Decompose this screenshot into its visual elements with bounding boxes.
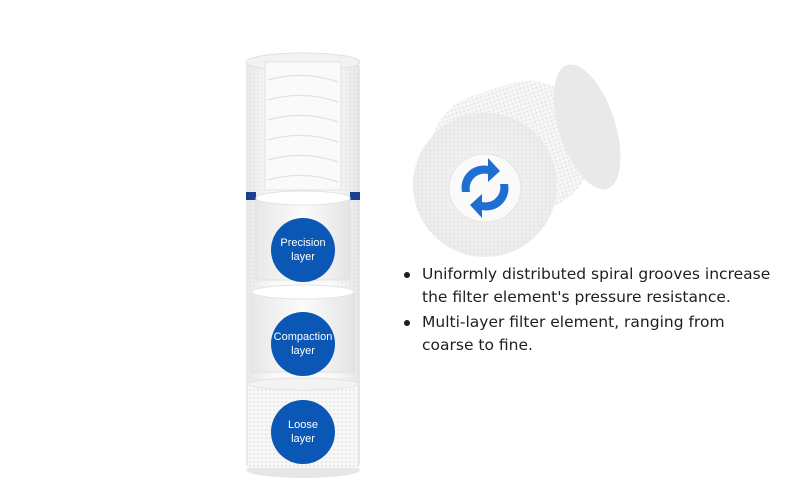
precision-layer-label-line1: Precision (280, 237, 326, 249)
feature-text: Uniformly distributed spiral grooves inc… (422, 265, 771, 306)
compaction-layer-label-line2: layer (291, 345, 315, 357)
rotation-arrows-icon (461, 158, 509, 218)
loose-layer-label-line1: Loose (288, 419, 318, 431)
compaction-layer-badge: Compaction layer (271, 312, 335, 376)
feature-list: Uniformly distributed spiral grooves inc… (400, 263, 780, 359)
loose-layer-badge: Loose layer (271, 400, 335, 464)
feature-item: Multi-layer filter element, ranging from… (400, 311, 780, 357)
bullet-icon (404, 272, 410, 278)
precision-layer-label-line2: layer (291, 251, 315, 263)
compaction-layer-label-line1: Compaction (273, 331, 333, 343)
feature-text: Multi-layer filter element, ranging from… (422, 313, 725, 354)
bullet-icon (404, 320, 410, 326)
loose-layer-label-line2: layer (291, 433, 315, 445)
feature-item: Uniformly distributed spiral grooves inc… (400, 263, 780, 309)
precision-layer-badge: Precision layer (271, 218, 335, 282)
